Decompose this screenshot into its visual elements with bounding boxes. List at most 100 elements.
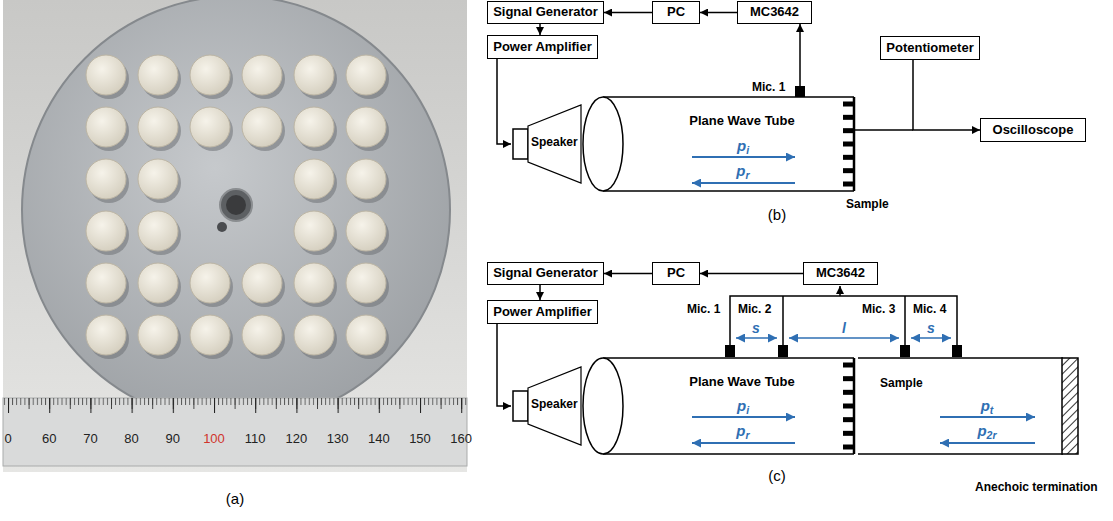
sample-tooth xyxy=(843,168,854,173)
microphone-symbol xyxy=(795,86,805,97)
box-label: Signal Generator xyxy=(493,5,598,20)
sample-tooth xyxy=(843,182,854,187)
scale-number: 110 xyxy=(245,432,266,447)
scale-number: 120 xyxy=(286,432,308,447)
box-label: Power Amplifier xyxy=(493,40,591,55)
microphone-symbol xyxy=(778,345,788,357)
tube-wall xyxy=(858,453,1063,455)
box-label: PC xyxy=(667,266,685,281)
symbol-subscript: r xyxy=(746,429,750,441)
reflected-wave-arrow xyxy=(692,182,795,184)
computer-box: PC xyxy=(652,1,700,24)
box-label: MC3642 xyxy=(750,5,799,20)
speaker-label: Speaker xyxy=(531,398,578,412)
scale-number: 160 xyxy=(450,432,472,447)
scale-number: 70 xyxy=(83,432,97,447)
sample-tooth xyxy=(843,363,854,368)
sample-tooth xyxy=(843,404,854,409)
ruler xyxy=(3,398,467,466)
resonator-cylinders xyxy=(86,55,386,355)
computer-box: PC xyxy=(652,262,700,285)
panel-label: (c) xyxy=(768,467,786,484)
dimension-label: l xyxy=(842,320,846,336)
box-label: Potentiometer xyxy=(886,41,973,56)
pressure-label: pi xyxy=(737,137,749,154)
scale-number: 150 xyxy=(409,432,431,447)
tube-label: Sample xyxy=(880,377,923,391)
sample-tooth xyxy=(843,155,854,160)
ruler-ticks xyxy=(3,398,467,414)
ruler-ticks xyxy=(3,398,467,414)
tube-wall xyxy=(603,190,854,192)
speaker-cone xyxy=(528,105,581,183)
symbol-subscript: i xyxy=(746,144,749,156)
signal-arrow xyxy=(497,324,511,406)
cylinder-shadows xyxy=(89,59,389,359)
panel-label: (a) xyxy=(226,490,244,507)
incident-wave-arrow xyxy=(692,416,795,418)
tube-wall xyxy=(603,357,854,359)
symbol-letter: p xyxy=(736,162,745,179)
symbol-letter: p xyxy=(736,422,745,439)
incident-wave-arrow xyxy=(692,156,795,158)
mic-label: Mic. 4 xyxy=(913,303,946,317)
mic-label: Mic. 1 xyxy=(687,303,720,317)
mic-label: Mic. 2 xyxy=(738,303,771,317)
scale-number: 80 xyxy=(124,432,138,447)
scale-number: 100 xyxy=(203,432,225,447)
node-outline xyxy=(582,357,858,455)
signal-wire xyxy=(839,286,841,296)
reflected-wave-arrow xyxy=(940,442,1035,444)
dimension-arrow xyxy=(911,337,951,339)
dimension-arrow xyxy=(789,337,899,339)
signal-arrow xyxy=(700,12,737,14)
instrument-box: Signal Generator xyxy=(487,262,604,285)
signal-arrow xyxy=(539,285,541,300)
sample-label: Sample xyxy=(846,198,889,212)
scale-number: 0 xyxy=(4,432,11,447)
termination-label: Anechoic termination xyxy=(975,481,1098,495)
symbol-subscript: i xyxy=(746,404,749,416)
instrument-box: Signal Generator xyxy=(487,1,604,24)
sample-wire xyxy=(854,129,913,131)
speaker-symbol: Speaker xyxy=(511,366,583,446)
signal-arrow xyxy=(604,273,652,275)
mic-label: Mic. 1 xyxy=(752,81,785,95)
box-label: Power Amplifier xyxy=(493,305,591,320)
dimension-label: s xyxy=(927,320,935,336)
sample-tooth xyxy=(843,102,854,107)
symbol-letter: p xyxy=(981,397,990,414)
sample-tooth xyxy=(843,142,854,147)
tube-label: Plane Wave Tube xyxy=(677,114,807,129)
sample-tooth xyxy=(843,445,854,450)
signal-arrow xyxy=(539,24,541,35)
symbol-subscript: t xyxy=(990,404,994,416)
impedance-tube: Plane Wave Tube xyxy=(582,96,858,192)
box-label: MC3642 xyxy=(816,266,865,281)
mic-label: Mic. 3 xyxy=(862,303,895,317)
aluminium-plate xyxy=(22,0,450,424)
pressure-label: pt xyxy=(981,397,994,414)
tube-wall xyxy=(603,453,854,455)
sample-tooth xyxy=(843,128,854,133)
signal-wire xyxy=(799,24,801,86)
sample-tube: Sample xyxy=(858,357,1080,455)
impedance-tube: Plane Wave Tube xyxy=(582,357,858,455)
instrument-box: Potentiometer xyxy=(880,36,980,60)
small-hole xyxy=(217,222,227,232)
speaker-magnet xyxy=(513,391,528,421)
symbol-subscript: 2r xyxy=(987,429,997,441)
scale-number: 60 xyxy=(42,432,56,447)
symbol-subscript: r xyxy=(746,169,750,181)
scale-number: 130 xyxy=(327,432,349,447)
box-label: PC xyxy=(667,5,685,20)
sample-tooth xyxy=(843,417,854,422)
pressure-label: pi xyxy=(737,397,749,414)
center-hole-inner xyxy=(226,195,246,215)
sample-tooth xyxy=(843,431,854,436)
tube-wall xyxy=(603,96,854,98)
tube-wall xyxy=(858,357,1063,359)
amplifier-box: Power Amplifier xyxy=(487,300,598,324)
transmitted-wave-arrow xyxy=(940,416,1035,418)
